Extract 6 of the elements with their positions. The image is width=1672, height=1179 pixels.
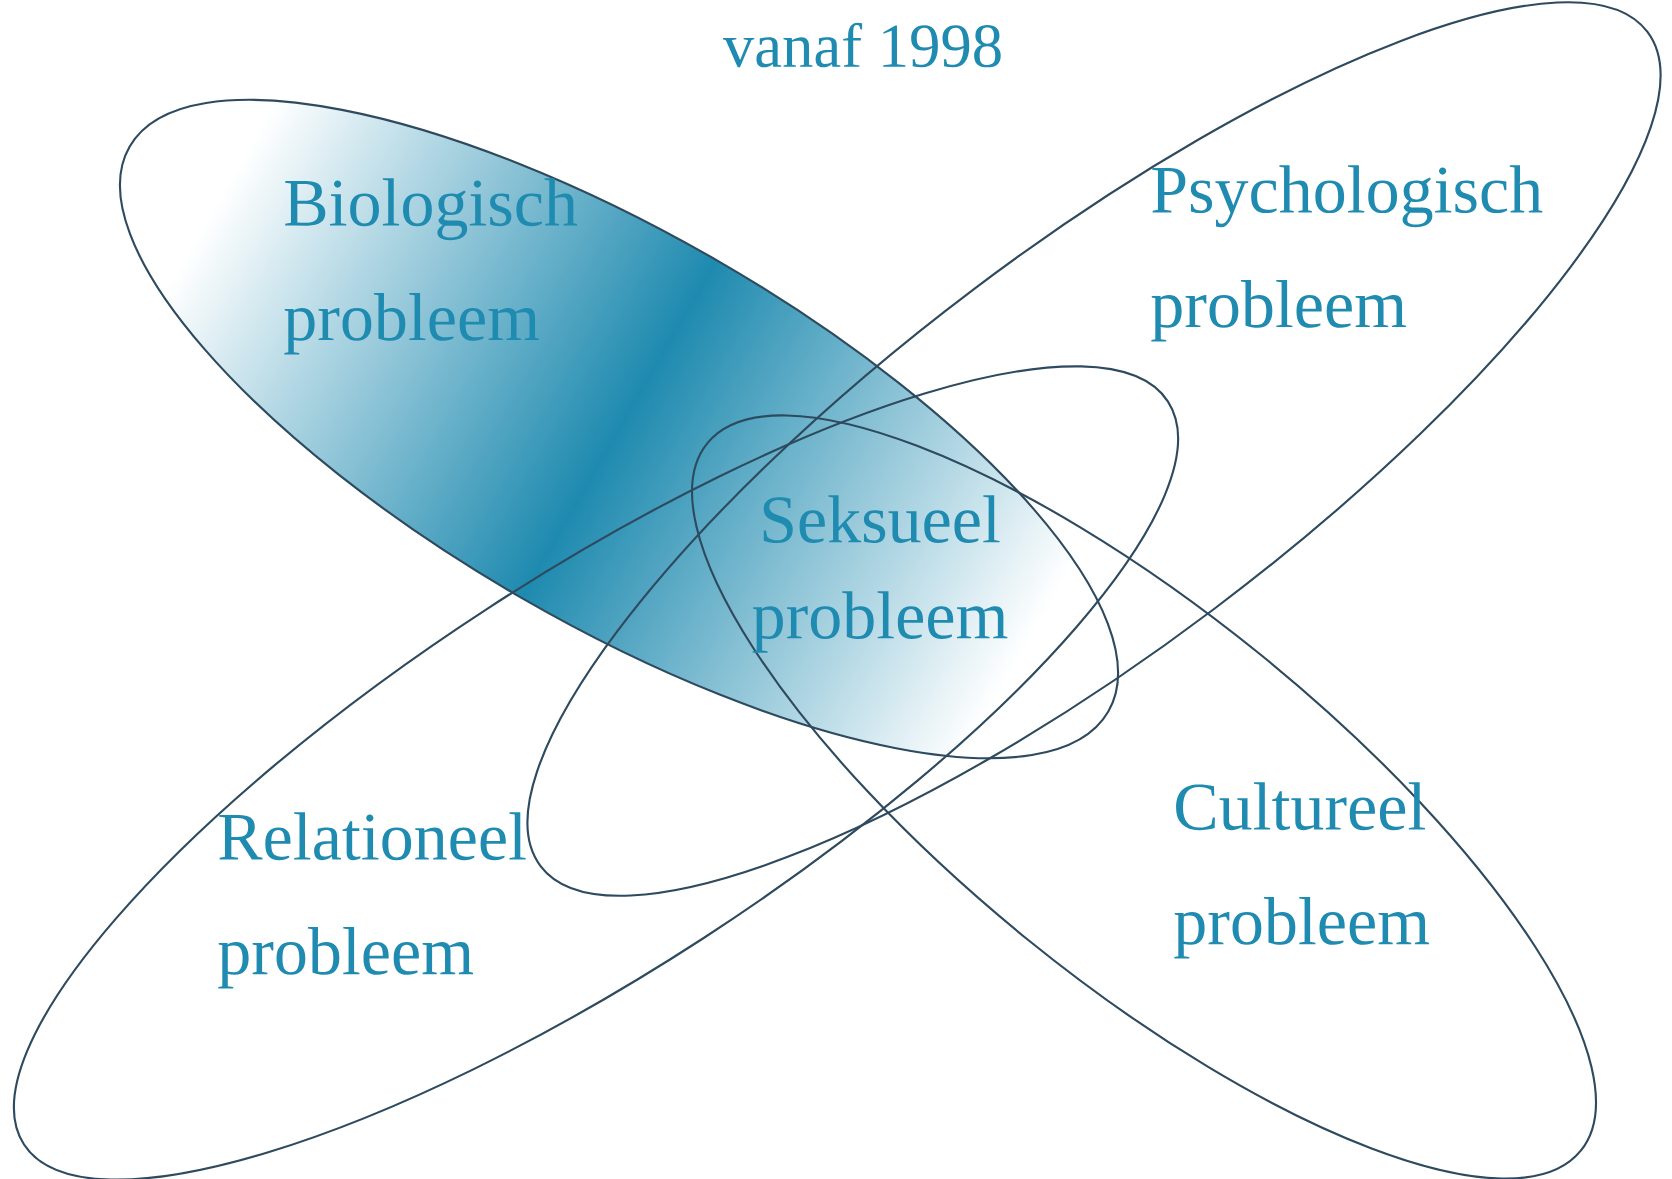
overlap-label: Seksueel probleem [752, 495, 1008, 653]
title: vanaf 1998 [722, 22, 1001, 68]
node-label: Relationeel probleem [218, 812, 526, 989]
node-label: Biologisch probleem [284, 178, 578, 355]
node-label: Cultureel probleem [1174, 782, 1430, 959]
node-label: Psychologisch probleem [1151, 165, 1543, 342]
